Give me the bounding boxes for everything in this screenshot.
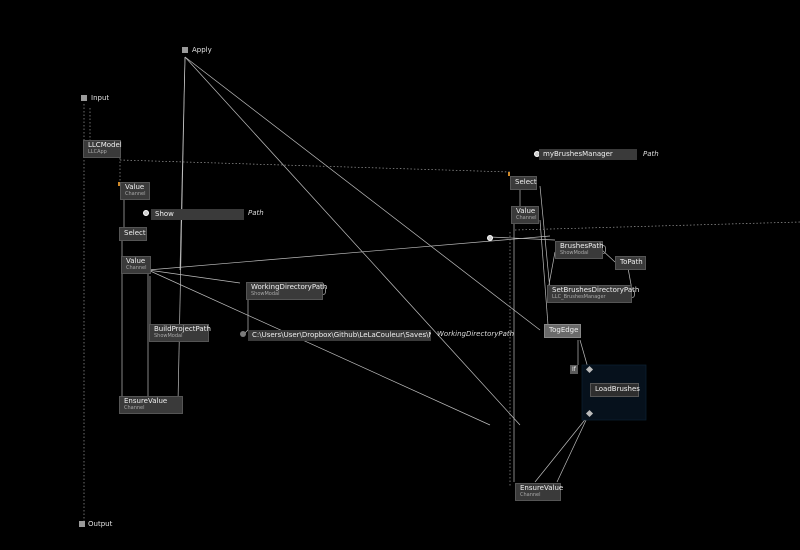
wire-dotted [119, 159, 511, 173]
port-marker [508, 172, 510, 176]
wire [556, 415, 589, 483]
show-radio-icon[interactable] [143, 210, 149, 216]
apply-label: Apply [192, 46, 212, 54]
output-port-icon[interactable] [79, 521, 85, 527]
value-radio-icon[interactable] [487, 235, 493, 241]
node-ensure-value-1[interactable]: EnsureValue Channel [119, 396, 183, 415]
node-title: EnsureValue [520, 484, 564, 492]
apply-port-icon[interactable] [182, 47, 188, 53]
node-output-cap[interactable] [632, 289, 635, 298]
node-title: Select [124, 229, 146, 237]
node-title: EnsureValue [124, 397, 168, 405]
node-ensure-value-2[interactable]: EnsureValue Channel [515, 483, 564, 502]
brushes-manager-path-label: Path [643, 150, 659, 158]
wire [184, 56, 541, 331]
node-select-2[interactable]: Select [510, 176, 537, 190]
node-title: BuildProjectPath [154, 325, 211, 333]
node-subtitle: ShowModal [154, 332, 183, 339]
node-subtitle: Channel [126, 264, 147, 271]
node-working-directory-path[interactable]: WorkingDirectoryPath ShowModal [246, 282, 328, 301]
working-directory-field[interactable]: C:\Users\User\Dropbox\Github\LeLaCouleur… [248, 330, 431, 341]
node-title: ToPath [620, 258, 643, 266]
wire [534, 415, 589, 483]
port-marker [118, 182, 120, 186]
node-subtitle: LLCApp [88, 148, 107, 155]
node-subtitle: Channel [124, 404, 145, 411]
wire [489, 236, 556, 241]
wire-dotted [514, 221, 800, 231]
node-title: TogEdge [549, 326, 579, 334]
wire [579, 339, 589, 369]
node-value-3[interactable]: Value Channel [511, 206, 539, 225]
node-value-2[interactable]: Value Channel [121, 256, 151, 275]
working-directory-label: WorkingDirectoryPath [437, 330, 515, 338]
show-field[interactable]: Show [151, 209, 244, 220]
brushes-manager-field[interactable]: myBrushesManager [539, 149, 637, 160]
node-value-1[interactable]: Value Channel [120, 182, 150, 201]
wire [539, 185, 551, 291]
wire [147, 269, 491, 426]
node-subtitle: Channel [516, 214, 537, 221]
node-set-brushes-directory-path[interactable]: SetBrushesDirectoryPath LLC_BrushesManag… [547, 285, 640, 304]
node-title: Value [516, 207, 536, 215]
node-to-path[interactable]: ToPath [615, 256, 646, 270]
node-subtitle: LLC_BrushesManager [552, 293, 606, 300]
node-title: WorkingDirectoryPath [251, 283, 328, 291]
node-title: Value [126, 257, 146, 265]
node-output-cap[interactable] [323, 286, 326, 295]
node-load-brushes[interactable]: LoadBrushes [590, 383, 640, 397]
node-llcmodel[interactable]: LLCModel LLCApp [83, 140, 122, 159]
wire [147, 235, 551, 271]
node-title: Select [515, 178, 537, 186]
node-title: LoadBrushes [595, 385, 640, 393]
node-brushes-path[interactable]: BrushesPath ShowModal [555, 241, 606, 260]
wire [184, 56, 521, 426]
node-tog-edge[interactable]: TogEdge [544, 324, 581, 338]
wdir-port-icon[interactable] [240, 331, 246, 337]
show-path-label: Path [248, 209, 264, 217]
node-subtitle: Channel [520, 491, 541, 498]
wire [539, 219, 549, 326]
input-label: Input [91, 94, 110, 102]
node-subtitle: Channel [125, 190, 146, 197]
output-label: Output [88, 520, 113, 528]
node-title: Value [125, 183, 145, 191]
wire [179, 56, 186, 271]
node-select-1[interactable]: Select [119, 227, 147, 241]
node-title: BrushesPath [560, 242, 604, 250]
node-output-cap[interactable] [603, 245, 606, 254]
node-subtitle: ShowModal [251, 290, 280, 297]
node-title: SetBrushesDirectoryPath [552, 286, 640, 294]
wire [147, 269, 241, 284]
if-node[interactable]: If [570, 365, 578, 374]
node-subtitle: ShowModal [560, 249, 589, 256]
wire [547, 251, 556, 291]
input-port-icon[interactable] [81, 95, 87, 101]
node-title: LLCModel [88, 141, 122, 149]
node-build-project-path[interactable]: BuildProjectPath ShowModal [149, 324, 211, 343]
